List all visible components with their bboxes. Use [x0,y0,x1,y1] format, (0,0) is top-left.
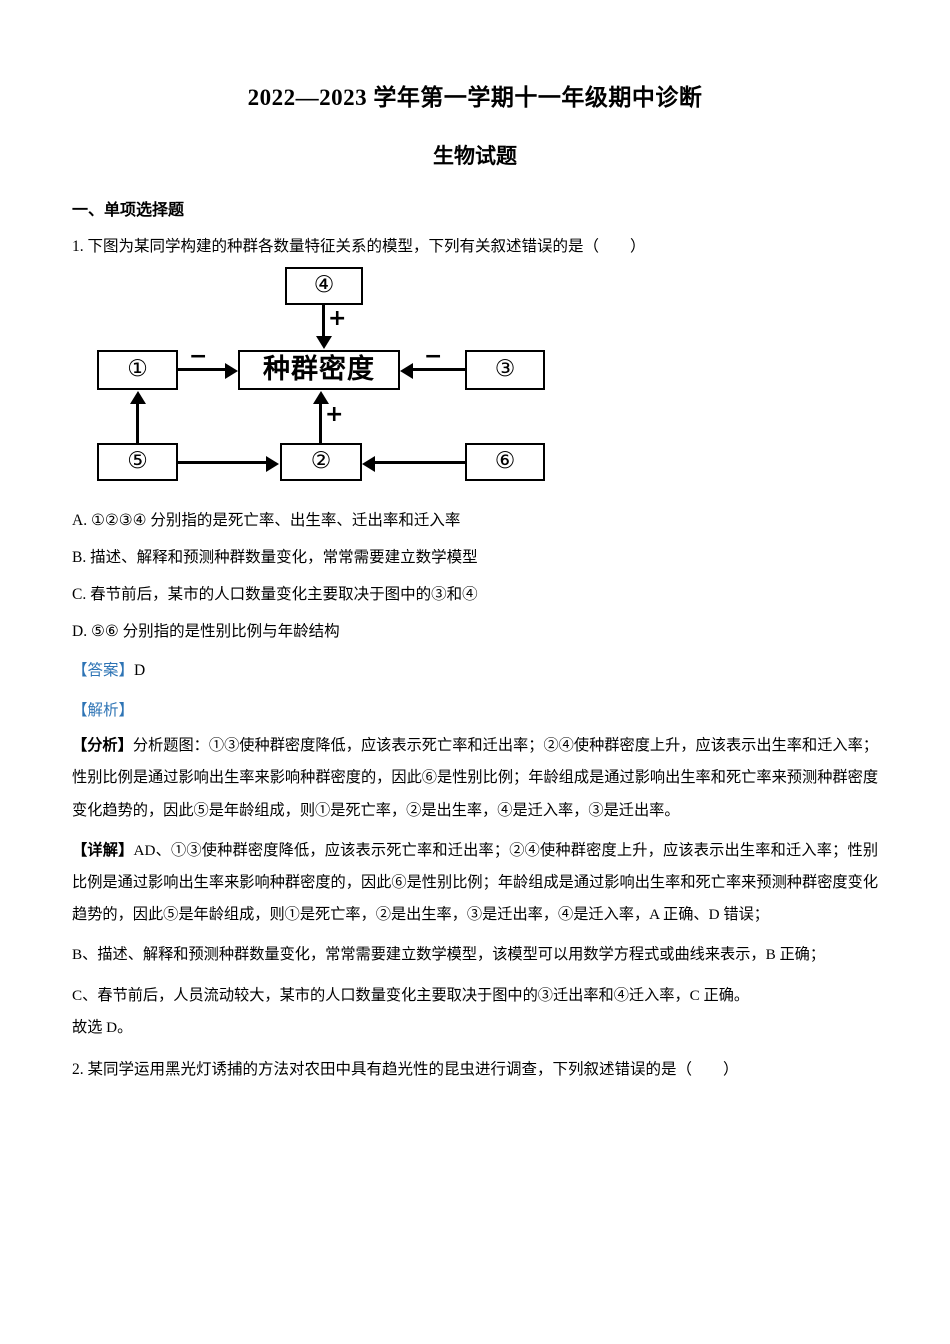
diagram-box-2: ② [280,442,362,481]
diagram-arrowhead-1-to-center [225,362,238,379]
diagram-connector-6-to-2 [375,460,465,464]
diagram-arrowhead-2-to-center [313,390,329,404]
page-title: 2022—2023 学年第一学期十一年级期中诊断 [247,85,703,110]
question-1-answer-line: 【答案】D [72,642,878,682]
question-2-stem: 2. 某同学运用黑光灯诱捕的方法对农田中具有趋光性的昆虫进行调查，下列叙述错误的… [72,1061,739,1079]
diagram-box-4: ④ [285,266,363,305]
diagram-box-6: ⑥ [465,442,545,481]
page-subtitle: 生物试题 [433,143,517,168]
diagram-box-3: ③ [465,349,545,390]
answer-value: D [134,662,146,680]
diagram-arrowhead-3-to-center [400,362,413,379]
answer-marker: 【答案】 [72,662,135,680]
question-1-conclusion: 故选 D。 [72,1018,133,1036]
question-1-option-d: D. ⑤⑥ 分别指的是性别比例与年龄结构 [72,623,340,641]
page-content: 2022—2023 学年第一学期十一年级期中诊断 生物试题 一、单项选择题 1.… [72,0,878,1081]
diagram-arrowhead-5-to-2 [266,455,279,472]
diagram-connector-3-to-center [413,367,465,371]
question-1-analysis-marker-line: 【解析】 [72,682,878,722]
analysis-marker: 【解析】 [72,702,135,720]
diagram-connector-1-to-center [178,367,227,371]
diagram-connector-4-to-center [322,304,325,337]
diagram-arrowhead-6-to-2 [362,455,375,472]
question-1-detail-paragraph-2: B、描述、解释和预测种群数量变化，常常需要建立数学模型，该模型可以用数学方程式或… [72,946,826,964]
detail-label: 【详解】 [72,841,134,859]
diagram-box-5: ⑤ [97,442,178,481]
question-1-option-c: C. 春节前后，某市的人口数量变化主要取决于图中的③和④ [72,586,478,603]
question-1-detail-paragraph-1: 【详解】AD、①③使种群密度降低，应该表示死亡率和迁出率；②④使种群密度上升，应… [72,827,878,932]
diagram-sign-top-plus: + [328,305,347,331]
diagram-arrowhead-4-to-center [316,335,332,349]
question-1-detail-paragraph-3: C、春节前后，人员流动较大，某市的人口数量变化主要取决于图中的③迁出率和④迁入率… [72,986,750,1004]
diagram-connector-5-to-1 [136,403,139,443]
diagram-box-center-density: 种群密度 [238,349,400,390]
detail-body-1: AD、①③使种群密度降低，应该表示死亡率和迁出率；②④使种群密度上升，应该表示出… [72,841,879,924]
question-1-option-a: A. ①②③④ 分别指的是死亡率、出生率、迁出率和迁入率 [72,511,461,529]
population-density-model-diagram: ④ + ① 种群密度 ③ − − ⑤ ② ⑥ [72,258,878,494]
diagram-sign-right-minus: − [424,343,443,369]
diagram-arrowhead-5-to-1 [130,390,146,404]
question-1-analysis-paragraph: 【分析】分析题图：①③使种群密度降低，应该表示死亡率和迁出率；②④使种群密度上升… [72,722,878,827]
diagram-connector-2-to-center [319,403,322,443]
section-heading-multiple-choice: 一、单项选择题 [72,200,185,219]
diagram-sign-bottom-plus: + [325,401,344,427]
diagram-sign-left-minus: − [189,343,208,369]
diagram-connector-5-to-2 [178,460,268,464]
question-1-option-b: B. 描述、解释和预测种群数量变化，常常需要建立数学模型 [72,548,478,566]
analysis-body: 分析题图：①③使种群密度降低，应该表示死亡率和迁出率；②④使种群密度上升，应该表… [72,737,879,819]
question-1-stem: 1. 下图为某同学构建的种群各数量特征关系的模型，下列有关叙述错误的是（ ） [72,237,646,255]
diagram-box-1: ① [97,349,178,390]
analysis-label: 【分析】 [72,737,133,755]
